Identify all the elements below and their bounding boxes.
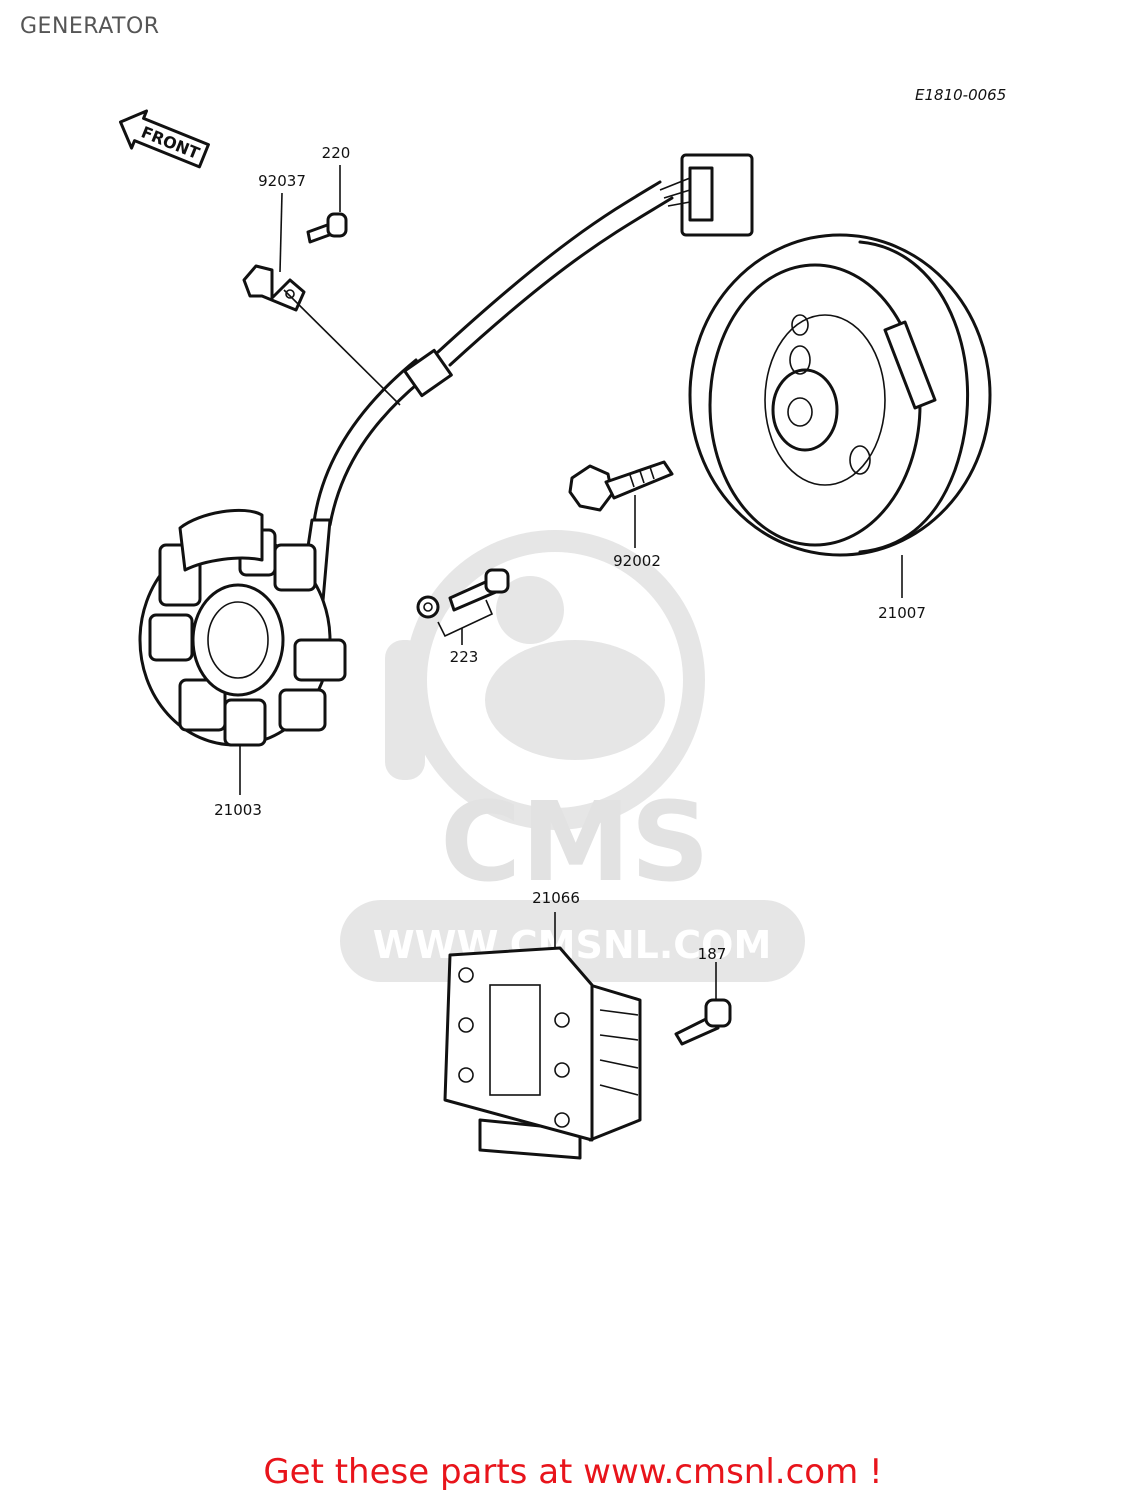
part-label-223: 223: [450, 648, 479, 666]
shop-link[interactable]: Get these parts at www.cmsnl.com !: [263, 1452, 883, 1492]
cms-watermark: CMS WWW.CMSNL.COM: [340, 530, 805, 982]
part-label-21003: 21003: [214, 801, 262, 819]
part-label-187: 187: [698, 945, 727, 963]
part-label-92002: 92002: [613, 552, 661, 570]
screw-220: [306, 212, 348, 244]
front-arrow-icon: FRONT: [118, 109, 210, 169]
part-label-92037: 92037: [258, 172, 306, 190]
part-label-220: 220: [322, 144, 351, 162]
part-label-21007: 21007: [878, 604, 926, 622]
screw-223: [416, 568, 510, 645]
page-title: GENERATOR: [20, 14, 160, 39]
part-labels: 220 92037 92002 21007 223 21003 21066 18…: [214, 144, 926, 963]
diagram-ref-code: E1810-0065: [915, 86, 1006, 104]
watermark-logo-text: CMS: [440, 778, 709, 906]
rotor-21007: [688, 233, 992, 598]
regulator-21066: [443, 912, 642, 1160]
stator-21003: [138, 508, 347, 795]
part-label-21066: 21066: [532, 889, 580, 907]
connector: [659, 153, 754, 237]
bolt-187: [674, 962, 732, 1046]
clamp-92037: [242, 264, 401, 406]
flange-bolt-92002: [568, 460, 674, 548]
